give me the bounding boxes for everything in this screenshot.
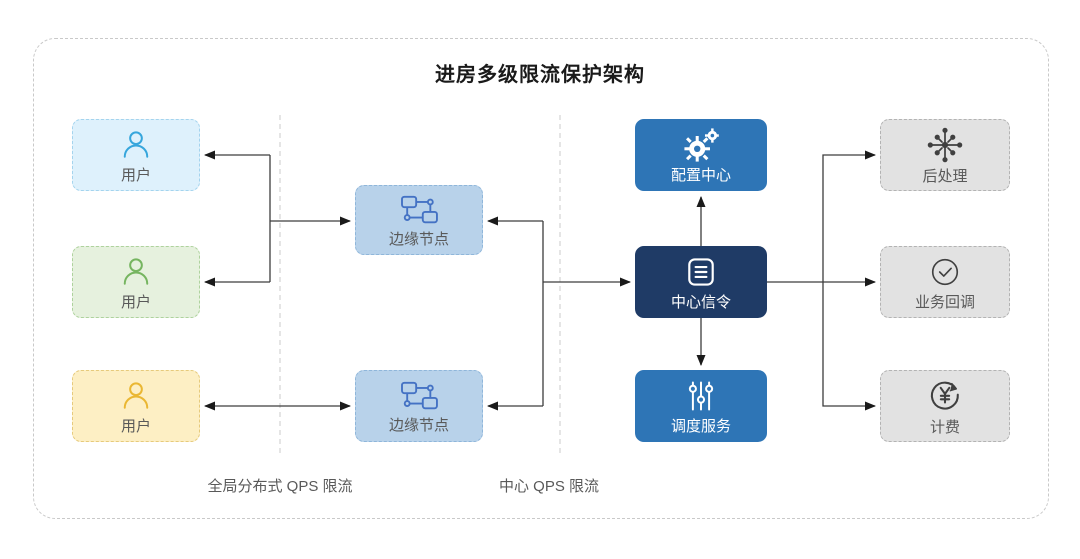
- node-user-1: 用户: [72, 119, 200, 191]
- topology-icon: [401, 381, 438, 410]
- topology-icon: [401, 195, 438, 224]
- node-label: 计费: [929, 419, 960, 436]
- node-user-3: 用户: [72, 370, 200, 442]
- diagram-border: [33, 38, 1049, 519]
- sliders-icon: [688, 381, 714, 411]
- check-circle-icon: [931, 258, 959, 286]
- node-label: 业务回调: [914, 294, 975, 311]
- node-label: 边缘节点: [388, 231, 449, 248]
- node-edge-1: 边缘节点: [355, 185, 483, 255]
- gears-icon: [684, 128, 719, 162]
- user-icon: [123, 382, 149, 409]
- node-edge-2: 边缘节点: [355, 370, 483, 442]
- hub-icon: [927, 127, 963, 163]
- node-label: 用户: [120, 294, 151, 311]
- node-user-2: 用户: [72, 246, 200, 318]
- node-scheduler: 调度服务: [635, 370, 767, 442]
- diagram-title: 进房多级限流保护架构: [435, 64, 645, 86]
- label-global-qps-limit: 全局分布式 QPS 限流: [207, 478, 353, 495]
- node-billing: 计费: [880, 370, 1010, 442]
- node-label: 调度服务: [670, 418, 731, 435]
- node-label: 用户: [120, 167, 151, 184]
- user-icon: [123, 131, 149, 158]
- label-central-qps-limit: 中心 QPS 限流: [498, 478, 600, 495]
- node-label: 后处理: [922, 168, 968, 185]
- user-icon: [123, 258, 149, 285]
- node-label: 边缘节点: [388, 417, 449, 434]
- node-central-signal: 中心信令: [635, 246, 767, 318]
- node-label: 配置中心: [670, 167, 731, 184]
- node-post-processing: 后处理: [880, 119, 1010, 191]
- billing-cycle-icon: [930, 381, 959, 410]
- node-label: 中心信令: [670, 294, 731, 311]
- document-list-icon: [688, 258, 714, 286]
- node-business-callback: 业务回调: [880, 246, 1010, 318]
- node-config-center: 配置中心: [635, 119, 767, 191]
- node-label: 用户: [120, 418, 151, 435]
